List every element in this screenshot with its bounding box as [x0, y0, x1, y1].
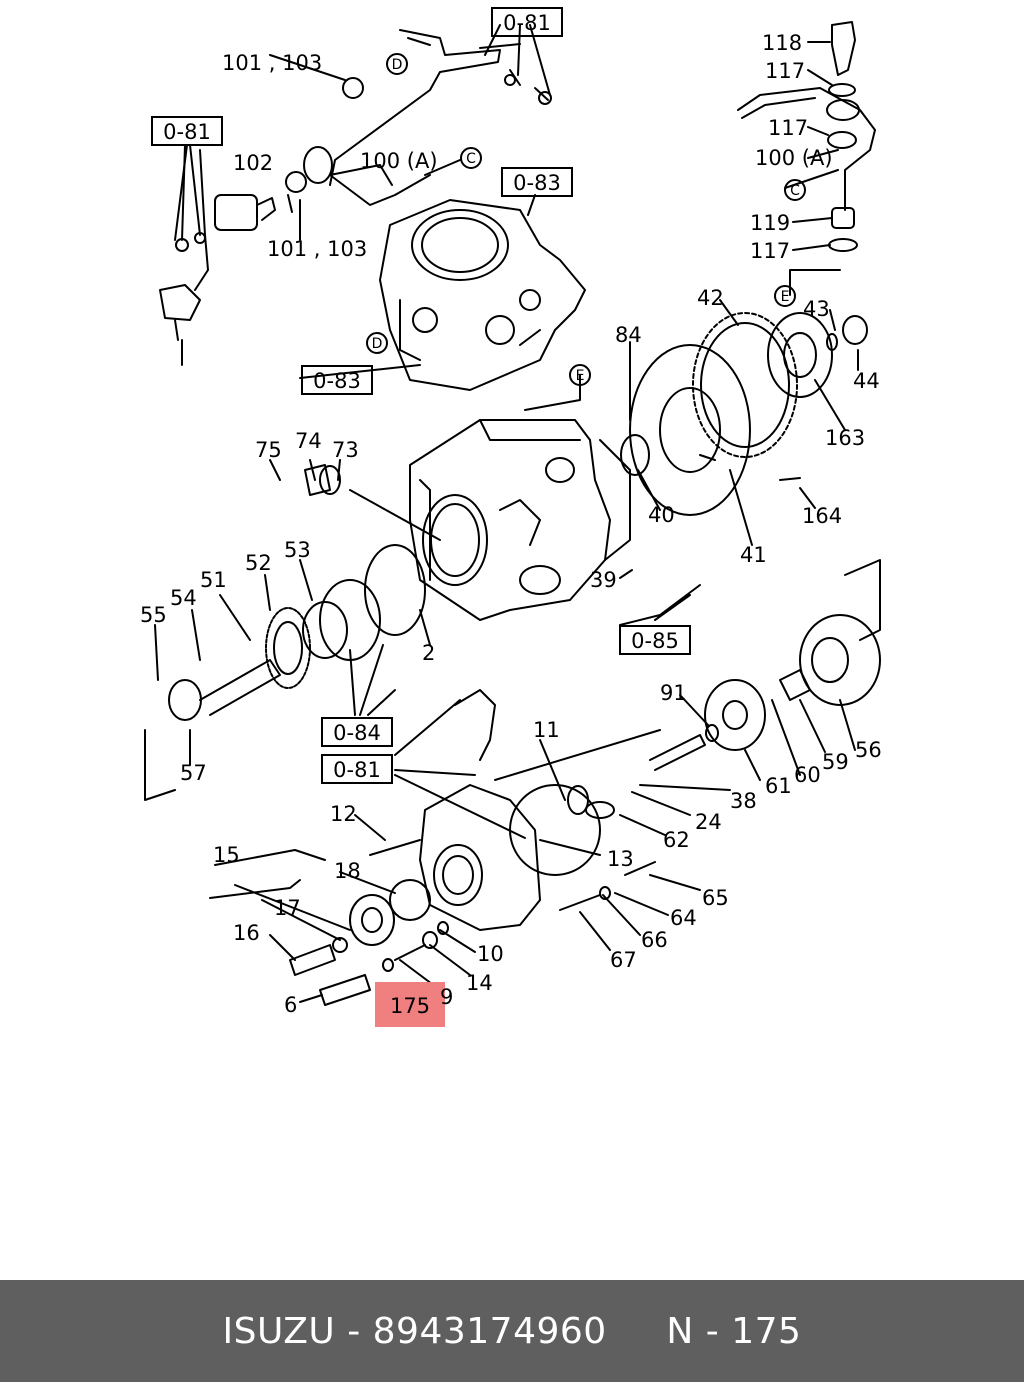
ref-label: 0-81 [333, 758, 381, 782]
ref-label: 0-84 [333, 721, 381, 745]
part-label: 60 [794, 763, 821, 787]
part-label: 61 [765, 774, 792, 798]
marker-letter: E [781, 289, 790, 305]
part-label: 42 [697, 286, 724, 310]
part-label: 102 [233, 151, 273, 175]
part-label: 6 [284, 993, 297, 1017]
part-label: 24 [695, 810, 722, 834]
part-label: 56 [855, 738, 882, 762]
ref-box-0-81-top [491, 7, 563, 37]
part-label: 11 [533, 718, 560, 742]
part-label: 117 [750, 239, 790, 263]
part-number: 8943174960 [372, 1310, 607, 1352]
ref-box-0-83-bottom [301, 365, 373, 395]
part-label: 66 [641, 928, 668, 952]
part-label: 18 [334, 859, 361, 883]
ref-box-0-84 [321, 717, 393, 747]
part-label: 43 [803, 297, 830, 321]
separator: - [335, 1310, 373, 1352]
marker-letter: C [466, 151, 476, 167]
part-label: 117 [768, 116, 808, 140]
highlight-label: 175 [390, 994, 430, 1018]
part-label: 163 [825, 426, 865, 450]
part-label: 57 [180, 761, 207, 785]
ref-box-0-85 [619, 625, 691, 655]
part-label: 118 [762, 31, 802, 55]
part-label: 51 [200, 568, 227, 592]
part-label: 101 , 103 [267, 237, 367, 261]
part-label: 14 [466, 971, 493, 995]
part-label: 13 [607, 847, 634, 871]
ref-label: 0-83 [313, 369, 361, 393]
part-label: 38 [730, 789, 757, 813]
part-label: 67 [610, 948, 637, 972]
pump-head [289, 689, 656, 1006]
part-label: 53 [284, 538, 311, 562]
page-prefix: N - [666, 1310, 732, 1352]
fuel-pipe-top [303, 29, 552, 206]
part-label: 44 [853, 369, 880, 393]
cam-plate-right [649, 614, 881, 771]
part-label: 12 [330, 802, 357, 826]
leader-lines [154, 24, 859, 1003]
part-label: 91 [660, 681, 687, 705]
part-label: 62 [663, 828, 690, 852]
valve-housing [379, 199, 586, 391]
drive-shaft-left [144, 464, 881, 801]
spacer [607, 1311, 667, 1352]
part-label: 40 [648, 503, 675, 527]
marker-letter: C [790, 183, 800, 199]
part-label: 10 [477, 942, 504, 966]
part-label: 59 [822, 750, 849, 774]
part-label: 164 [802, 504, 842, 528]
part-label: 119 [750, 211, 790, 235]
part-label: 52 [245, 551, 272, 575]
part-label: 100 (A) [360, 149, 438, 173]
page-number: 175 [731, 1310, 802, 1352]
marker-letter: D [372, 336, 383, 352]
marker-letter: E [576, 368, 585, 384]
part-label: 17 [274, 896, 301, 920]
part-label: 2 [422, 641, 435, 665]
ref-box-0-83-top [501, 167, 573, 197]
parts-diagram: 0-81 0-81 0-83 0-83 0-84 0-81 0-85 D C C… [140, 7, 882, 1027]
gear-assembly-right [620, 312, 868, 516]
ref-box-0-81-mid [321, 754, 393, 784]
part-label: 41 [740, 543, 767, 567]
part-label: 100 (A) [755, 146, 833, 170]
ref-box-0-81-left [151, 116, 223, 146]
part-label: 64 [670, 906, 697, 930]
ref-label: 0-83 [513, 171, 561, 195]
brand-name: ISUZU [222, 1310, 336, 1352]
part-label: 75 [255, 438, 282, 462]
part-label: 84 [615, 323, 642, 347]
part-info-footer: ISUZU - 8943174960 N - 175 [0, 1280, 1024, 1382]
part-label: 101 , 103 [222, 51, 322, 75]
highlight-box [375, 982, 445, 1027]
part-label: 55 [140, 603, 167, 627]
marker-letter: D [392, 57, 403, 73]
part-label: 16 [233, 921, 260, 945]
pump-housing [409, 419, 631, 621]
banjo-pipe-right [737, 21, 876, 252]
part-label: 39 [590, 568, 617, 592]
ref-label: 0-81 [163, 120, 211, 144]
part-label: 15 [213, 843, 240, 867]
ref-label: 0-85 [631, 629, 679, 653]
part-label: 73 [332, 438, 359, 462]
part-label: 9 [440, 985, 453, 1009]
part-label: 54 [170, 586, 197, 610]
part-label: 74 [295, 429, 322, 453]
ref-label: 0-81 [503, 11, 551, 35]
part-label: 117 [765, 59, 805, 83]
part-label: 65 [702, 886, 729, 910]
sensor-102 [159, 144, 307, 366]
